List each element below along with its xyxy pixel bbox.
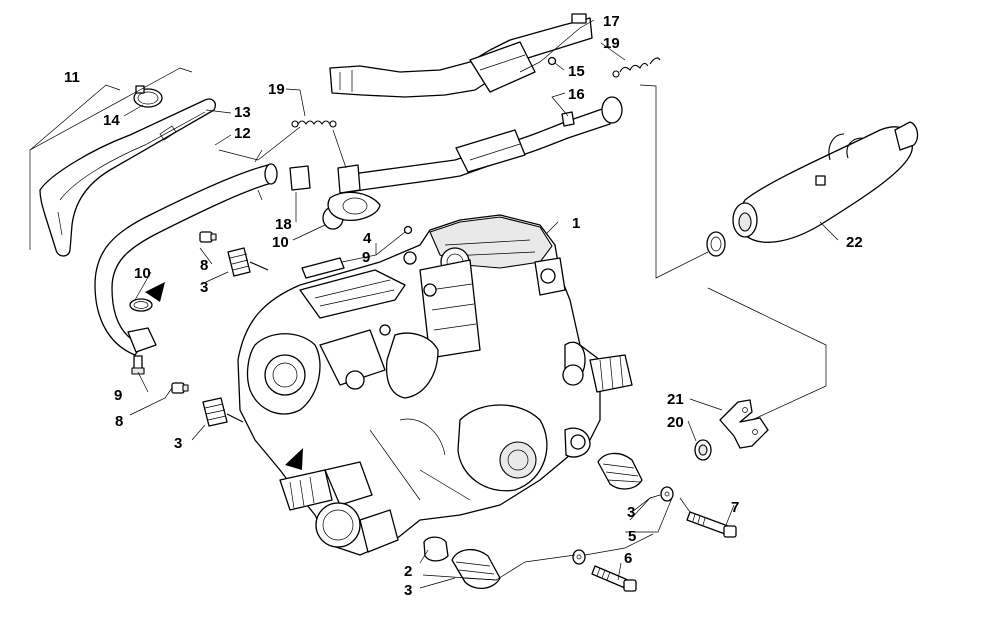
spring-19a bbox=[291, 120, 337, 128]
bolt-9a bbox=[131, 355, 145, 375]
grommet bbox=[694, 439, 712, 461]
callout-10-left: 10 bbox=[134, 265, 151, 282]
callout-8-lower: 8 bbox=[115, 413, 123, 430]
heat-shield bbox=[39, 98, 216, 257]
muffler-bracket bbox=[719, 399, 769, 449]
callout-13: 13 bbox=[234, 104, 251, 121]
arrow-marker-engine bbox=[285, 448, 303, 470]
callout-3-lower: 3 bbox=[174, 435, 182, 452]
bracket-16 bbox=[561, 111, 575, 127]
nut-15 bbox=[547, 56, 557, 66]
callout-12: 12 bbox=[234, 125, 251, 142]
gasket-10a bbox=[129, 298, 153, 312]
callout-2: 2 bbox=[404, 563, 412, 580]
callout-5: 5 bbox=[628, 528, 636, 545]
callout-3-right: 3 bbox=[627, 504, 635, 521]
callout-20: 20 bbox=[667, 414, 684, 431]
engine-assembly bbox=[237, 214, 633, 556]
muffler-gasket bbox=[706, 231, 726, 257]
bolt-6 bbox=[591, 565, 637, 592]
tail-pipe-upper bbox=[329, 13, 593, 98]
gasket-18 bbox=[289, 165, 311, 191]
muffler bbox=[732, 121, 919, 243]
callout-11: 11 bbox=[64, 69, 80, 86]
callout-7: 7 bbox=[731, 499, 739, 516]
callout-19-right: 19 bbox=[603, 35, 620, 52]
leader-lines bbox=[29, 19, 839, 589]
engine-mount-right bbox=[597, 452, 643, 490]
callout-19-left: 19 bbox=[268, 81, 285, 98]
bolt-8b bbox=[171, 382, 189, 394]
callout-6: 6 bbox=[624, 550, 632, 567]
front-header-pipe bbox=[94, 149, 278, 356]
callout-17: 17 bbox=[603, 13, 620, 30]
callout-labels: 1 2 3 3 3 3 4 5 6 7 8 8 9 9 10 10 11 12 … bbox=[64, 13, 863, 599]
flange-plate bbox=[327, 191, 381, 221]
callout-16: 16 bbox=[568, 86, 585, 103]
callout-18: 18 bbox=[275, 216, 292, 233]
callout-15: 15 bbox=[568, 63, 585, 80]
callout-22: 22 bbox=[846, 234, 863, 251]
nut-9b bbox=[403, 225, 413, 235]
callout-21: 21 bbox=[667, 391, 684, 408]
engine-mount-lower-left bbox=[202, 397, 244, 427]
engine-mount-bottom bbox=[451, 549, 501, 589]
callout-9-engine: 9 bbox=[362, 249, 370, 266]
callout-8-upper: 8 bbox=[200, 257, 208, 274]
rear-header-pipe bbox=[337, 96, 623, 194]
bolt-8a bbox=[199, 231, 217, 243]
washer-5b bbox=[572, 549, 586, 565]
callout-1: 1 bbox=[572, 215, 580, 232]
callout-3-upper: 3 bbox=[200, 279, 208, 296]
callout-4: 4 bbox=[363, 230, 372, 247]
gasket-4 bbox=[301, 257, 345, 279]
callout-10-center: 10 bbox=[272, 234, 289, 251]
bolt-7 bbox=[686, 511, 737, 538]
callout-14: 14 bbox=[103, 112, 120, 129]
spacer-2 bbox=[423, 536, 449, 562]
washer-5a bbox=[660, 486, 674, 502]
arrow-marker-front bbox=[145, 282, 165, 302]
engine-mount-upper-left bbox=[227, 247, 269, 277]
callout-9-left: 9 bbox=[114, 387, 122, 404]
callout-3-bottom: 3 bbox=[404, 582, 412, 599]
spring-19b bbox=[612, 57, 661, 78]
hose-clamp bbox=[133, 85, 163, 108]
